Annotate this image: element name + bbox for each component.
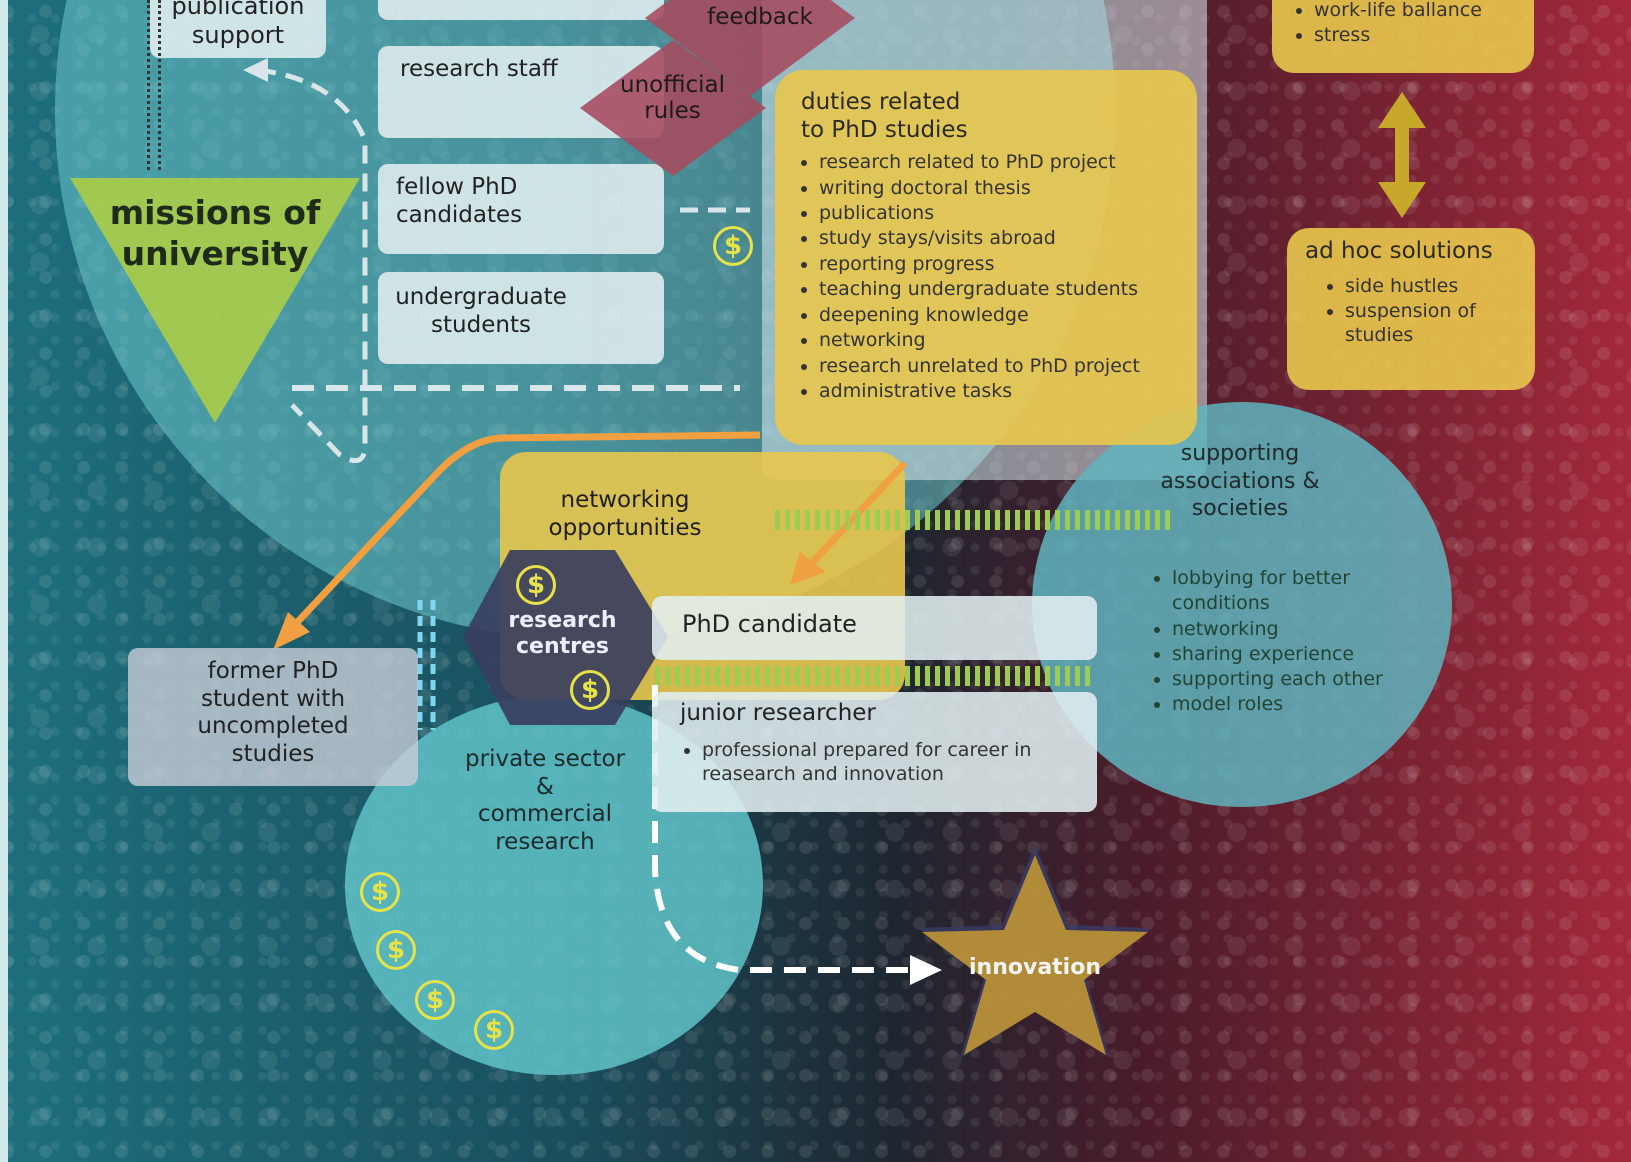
list-item: networking [819,328,1175,353]
list-item: publications [819,201,1175,226]
list-item: writing doctoral thesis [819,176,1175,201]
list-item: suspension of studies [1345,299,1517,348]
unofficial-rules-label: unofficial rules [620,72,725,124]
duties-list: research related to PhD project writing … [797,150,1175,405]
list-item: lobbying for better conditions [1172,566,1383,617]
list-item: networking [1172,617,1383,642]
list-item: model roles [1172,692,1383,717]
left-edge-strip [0,0,8,1162]
duties-box: duties related to PhD studies research r… [775,70,1197,445]
dollar-icon: $ [376,930,416,970]
supporting-circle [1032,402,1452,807]
undergraduate-card: undergraduate students [378,272,664,364]
fellow-phd-card: fellow PhD candidates [378,164,664,254]
top-blank-card [378,0,664,20]
list-item: research related to PhD project [819,150,1175,175]
list-item: study stays/visits abroad [819,226,1175,251]
adhoc-box: ad hoc solutions side hustles suspension… [1287,228,1535,390]
dollar-icon: $ [713,226,753,266]
junior-title: junior researcher [680,700,876,726]
dollar-icon: $ [360,872,400,912]
dollar-icon: $ [474,1010,514,1050]
feedback-diamond [645,0,855,96]
innovation-label: innovation [969,955,1101,980]
supporting-title: supporting associations & societies [1160,441,1320,521]
list-item: research unrelated to PhD project [819,354,1175,379]
dollar-icon: $ [570,670,610,710]
list-item: work-life ballance [1314,0,1514,23]
research-centres-label: research centres [508,608,617,660]
dollar-icon: $ [415,980,455,1020]
duties-title: duties related to PhD studies [801,89,968,144]
list-item: stress [1314,23,1514,48]
list-item: professional prepared for career in reas… [702,738,1069,787]
feedback-label: feedback [707,4,813,30]
stress-box: work-life ballance stress [1272,0,1534,73]
list-item: sharing experience [1172,642,1383,667]
missions-triangle [70,178,360,423]
phd-candidate-card: PhD candidate [652,596,1097,660]
unofficial-rules-diamond [580,40,766,176]
list-item: teaching undergraduate students [819,277,1175,302]
dotted-arrow-down [147,0,161,170]
list-item: side hustles [1345,274,1517,299]
networking-label: networking opportunities [548,487,702,542]
list-item: reporting progress [819,252,1175,277]
list-item: deepening knowledge [819,303,1175,328]
supporting-list: lobbying for better conditions networkin… [1150,566,1383,718]
list-item: supporting each other [1172,667,1383,692]
publication-support-card: publication support [150,0,326,58]
dollar-icon: $ [516,565,556,605]
private-sector-label: private sector & commercial research [465,746,625,855]
former-phd-card: former PhD student with uncompleted stud… [128,648,418,786]
missions-label: missions of university [109,193,321,274]
list-item: administrative tasks [819,379,1175,404]
junior-researcher-card: junior researcher professional prepared … [652,692,1097,812]
adhoc-title: ad hoc solutions [1305,238,1493,264]
